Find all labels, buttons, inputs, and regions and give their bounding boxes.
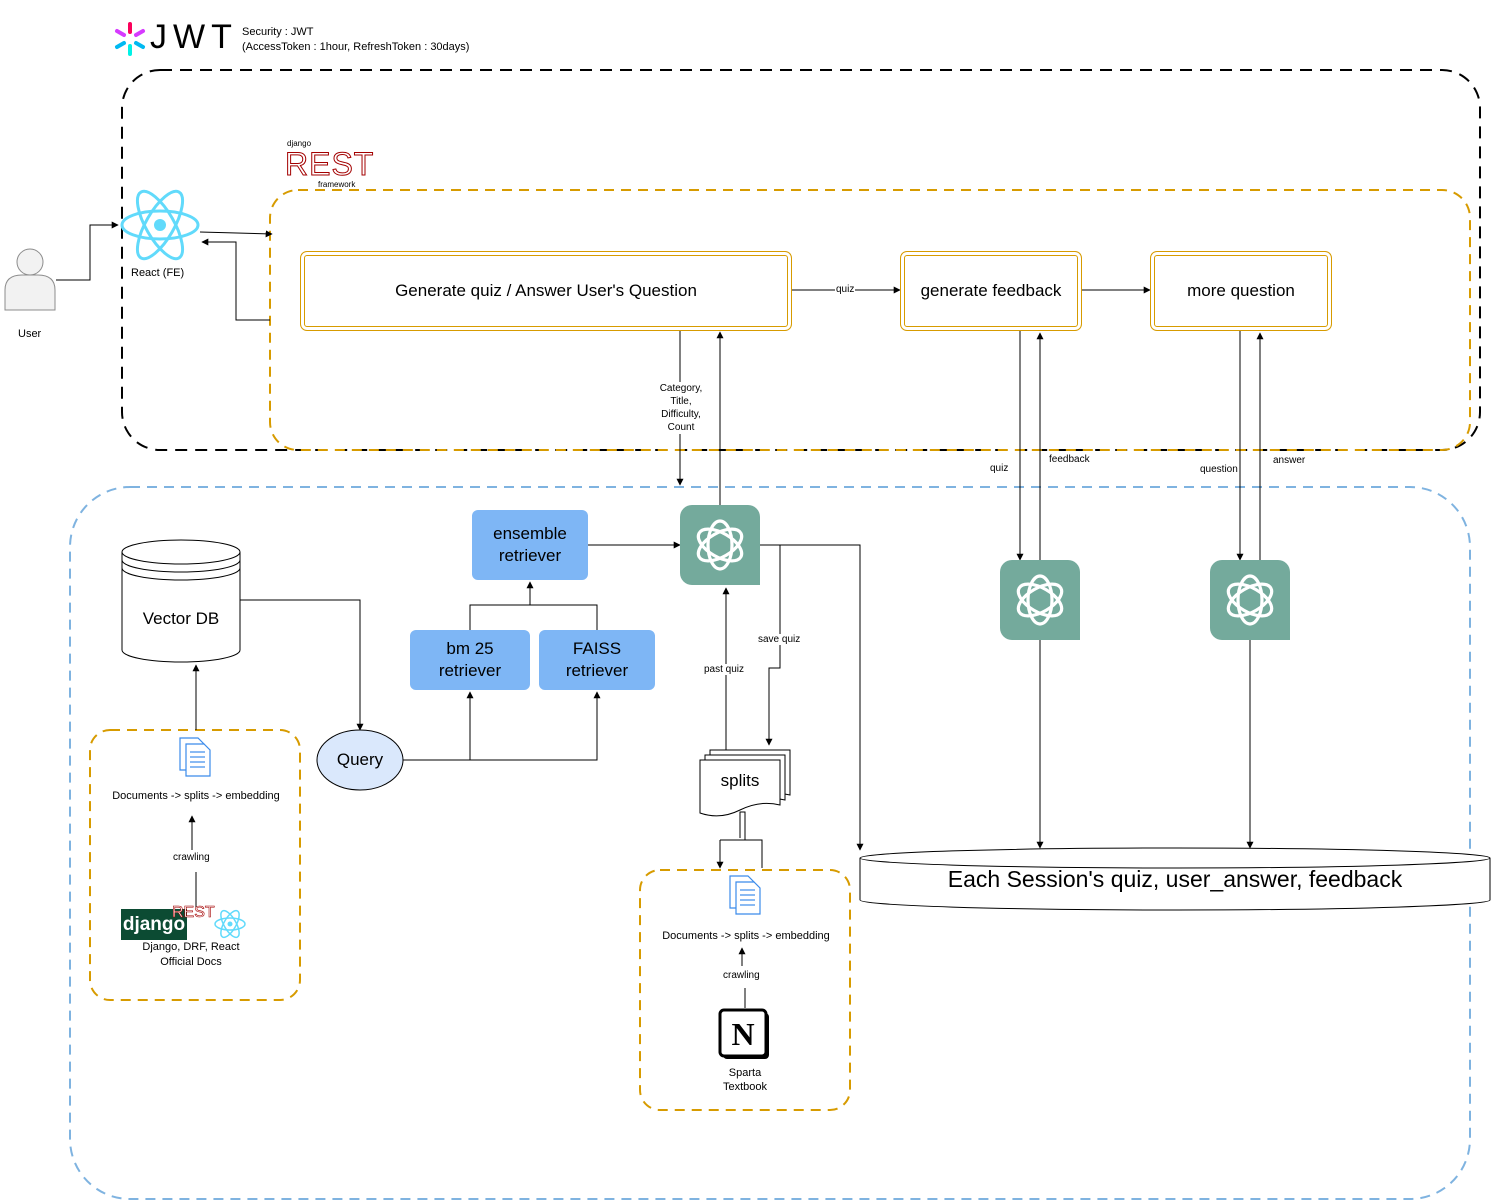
openai-icon <box>1016 574 1064 626</box>
session-db-cylinder <box>859 847 1491 911</box>
generate-quiz-label: Generate quiz / Answer User's Question <box>395 281 697 300</box>
ensemble-retriever-label: ensemble retriever <box>493 524 567 565</box>
right-crawling-label: crawling <box>722 970 761 981</box>
documents-icon-left <box>179 737 211 777</box>
edge-label-params: Category, Title, Difficulty, Count <box>652 382 710 434</box>
ensemble-retriever-node: ensemble retriever <box>472 510 588 580</box>
query-label: Query <box>336 750 384 769</box>
left-source-line2: Official Docs <box>160 956 222 968</box>
edge-label-save-quiz: save quiz <box>757 634 802 645</box>
bm25-retriever-node: bm 25 retriever <box>410 630 530 690</box>
docs-group-left <box>89 729 301 1001</box>
jwt-pinwheel-logo <box>115 22 145 56</box>
drf-logo-bottom: framework <box>318 180 356 189</box>
edge-label-quiz-top: quiz <box>835 284 856 295</box>
documents-icon-right <box>729 875 761 915</box>
more-question-node: more question <box>1150 251 1332 331</box>
django-logo-text: django <box>122 913 186 935</box>
left-pipeline-label: Documents -> splits -> embedding <box>112 790 280 802</box>
generate-quiz-node: Generate quiz / Answer User's Question <box>300 251 792 331</box>
user-label: User <box>18 328 42 340</box>
generate-feedback-node: generate feedback <box>900 251 1082 331</box>
ai-boundary <box>69 486 1471 1200</box>
left-crawling-label: crawling <box>172 852 211 863</box>
right-pipeline-label: Documents -> splits -> embedding <box>662 930 830 942</box>
openai-node-quiz <box>680 505 760 585</box>
security-label: Security : JWT <box>242 26 314 38</box>
generate-feedback-label: generate feedback <box>920 281 1062 300</box>
splits-shape <box>699 749 791 817</box>
jwt-logo-text: JWT <box>150 18 238 56</box>
openai-node-question <box>1210 560 1290 640</box>
token-lifetime-label: (AccessToken : 1hour, RefreshToken : 30d… <box>242 41 470 53</box>
param-count: Count <box>667 422 695 433</box>
param-category: Category, <box>659 383 703 394</box>
edge-label-answer: answer <box>1272 455 1307 466</box>
user-icon <box>4 248 56 311</box>
faiss-retriever-label: FAISS retriever <box>565 639 629 680</box>
edge-label-feedback: feedback <box>1048 454 1091 465</box>
query-ellipse <box>316 729 404 791</box>
splits-label: splits <box>720 771 760 790</box>
notion-logo <box>718 1008 769 1059</box>
edge-label-quiz-down: quiz <box>989 463 1010 474</box>
docs-group-right <box>639 869 851 1111</box>
param-difficulty: Difficulty, <box>661 409 701 420</box>
notion-logo-letter: N <box>731 1016 755 1052</box>
vector-db-cylinder <box>121 539 241 663</box>
openai-icon <box>1226 574 1274 626</box>
param-title: Title, <box>670 396 692 407</box>
react-small-logo <box>214 909 246 939</box>
left-source-line1: Django, DRF, React <box>142 941 240 953</box>
drf-logo-top: django <box>287 139 312 148</box>
edge-label-past-quiz: past quiz <box>703 664 746 675</box>
drf-small-logo: REST <box>172 904 215 922</box>
right-source-line1: Sparta <box>728 1067 762 1079</box>
more-question-label: more question <box>1187 281 1295 300</box>
react-logo <box>120 189 200 261</box>
openai-node-feedback <box>1000 560 1080 640</box>
bm25-retriever-label: bm 25 retriever <box>438 639 502 680</box>
session-db-label: Each Session's quiz, user_answer, feedba… <box>947 866 1403 892</box>
vector-db-label: Vector DB <box>142 609 220 628</box>
django-logo: django <box>121 909 187 940</box>
openai-icon <box>696 519 744 571</box>
right-source-line2: Textbook <box>722 1081 768 1093</box>
drf-logo-main: REST <box>284 146 375 183</box>
edge-label-question: question <box>1199 464 1239 475</box>
faiss-retriever-node: FAISS retriever <box>539 630 655 690</box>
react-fe-label: React (FE) <box>131 267 185 279</box>
